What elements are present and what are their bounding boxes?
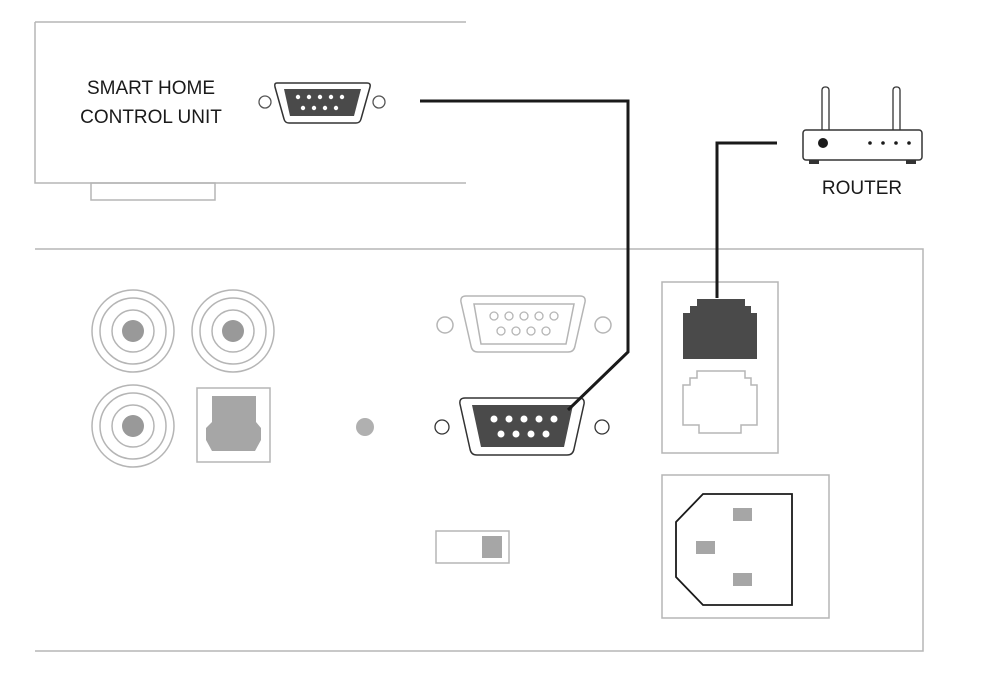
ethernet-port-empty-icon <box>682 370 758 434</box>
power-inlet <box>661 474 830 619</box>
db9-connector-icon <box>284 89 361 116</box>
switch-toggle-icon <box>482 536 502 558</box>
screw-hole-icon <box>434 419 450 435</box>
device-rear-panel <box>35 248 924 652</box>
router-antenna-right <box>892 86 901 137</box>
screw-hole-icon <box>258 95 272 109</box>
router-antenna-left <box>821 86 830 137</box>
rca-jack-icon <box>122 415 144 437</box>
serial-port-lower <box>434 397 610 456</box>
router: ROUTER <box>802 86 923 199</box>
rca-jack-top-left <box>91 289 175 373</box>
control-unit-label-line2: CONTROL UNIT <box>80 107 222 128</box>
db9-connector-icon <box>472 405 573 447</box>
router-status-leds <box>868 141 911 145</box>
optical-port-icon <box>206 396 261 451</box>
router-label: ROUTER <box>822 178 902 199</box>
slide-switch <box>435 530 510 564</box>
rca-jack-icon <box>222 320 244 342</box>
screw-hole-icon <box>372 95 386 109</box>
control-unit-foot <box>90 182 216 201</box>
screw-hole-icon <box>594 316 612 334</box>
router-icon <box>802 129 923 161</box>
power-socket-icon <box>675 493 793 606</box>
screw-hole-icon <box>436 316 454 334</box>
screw-hole-icon <box>594 419 610 435</box>
serial-port-upper <box>436 295 612 353</box>
control-unit-serial-port <box>258 82 386 124</box>
rca-jack-icon <box>122 320 144 342</box>
optical-port <box>196 387 271 463</box>
control-unit-label-line1: SMART HOME <box>87 78 215 99</box>
db9-connector-icon <box>473 303 575 345</box>
rca-jack-top-right <box>191 289 275 373</box>
ethernet-cable <box>715 141 777 298</box>
serial-cable <box>420 99 630 412</box>
rca-jack-bottom-left <box>91 384 175 468</box>
indicator-dot <box>356 418 374 436</box>
ethernet-port-connected-icon <box>683 299 757 359</box>
ethernet-ports <box>661 281 779 454</box>
smart-home-control-unit: SMART HOME CONTROL UNIT <box>34 21 466 201</box>
router-power-led <box>818 138 828 148</box>
